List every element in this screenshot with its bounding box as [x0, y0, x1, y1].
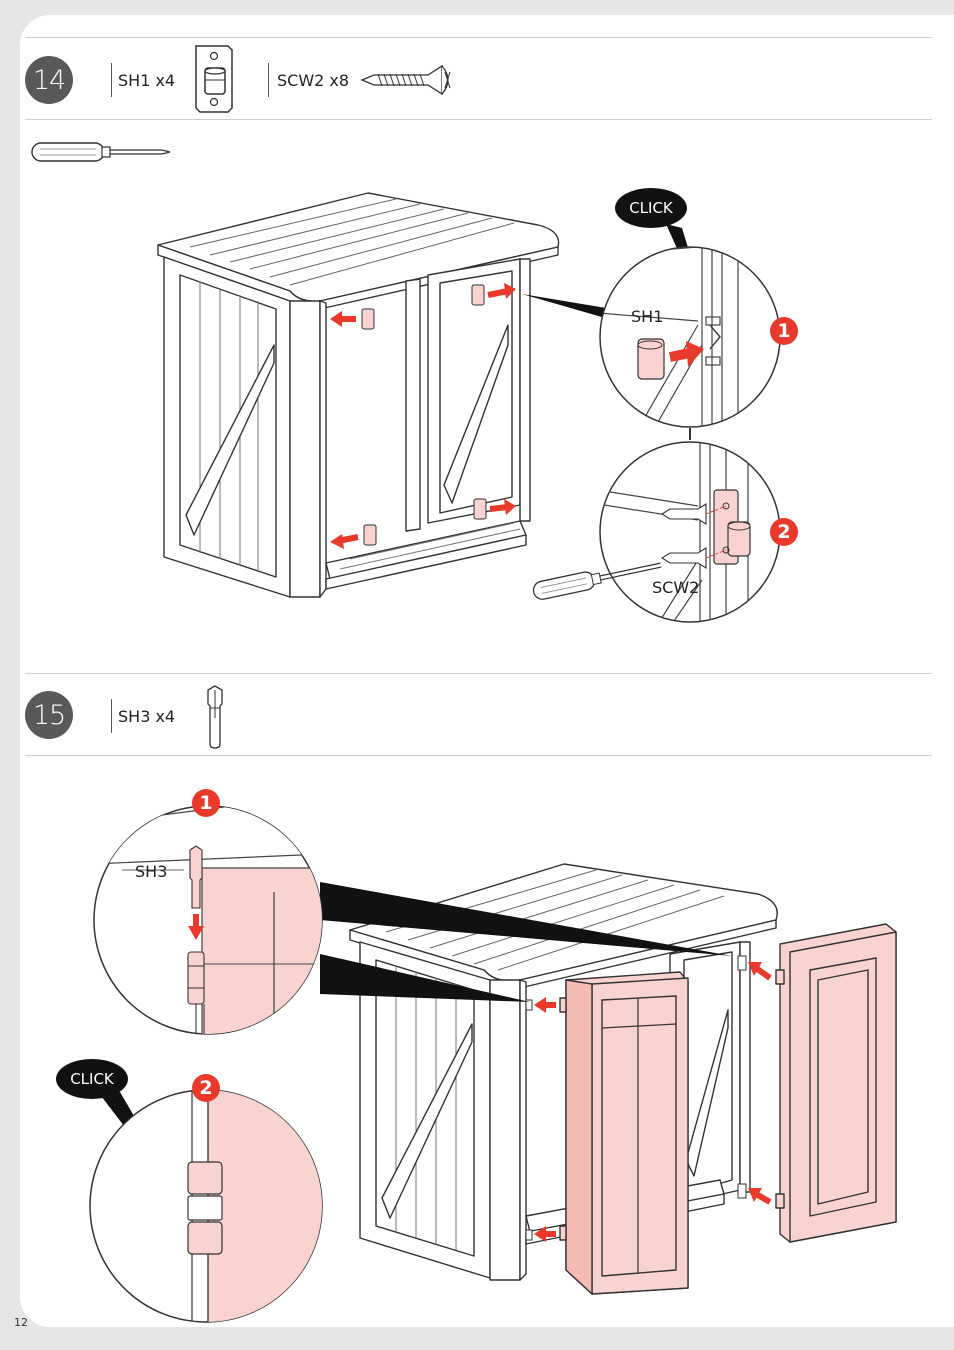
step-14-badge: 14	[25, 56, 73, 104]
callout-sh3: SH3	[135, 862, 168, 881]
screwdriver-icon	[532, 562, 662, 600]
screwdriver-icon	[31, 142, 171, 162]
click-bubble: CLICK	[615, 188, 687, 228]
part-sh3-label: SH3 x4	[118, 707, 176, 726]
part-separator	[111, 63, 112, 97]
click-bubble: CLICK	[56, 1059, 128, 1099]
zoom-pointer	[320, 882, 732, 1002]
detail-circle-1	[599, 246, 781, 428]
step-15-bottom-rule	[25, 755, 932, 756]
detail-circle-2	[89, 1089, 323, 1323]
part-separator	[111, 699, 112, 733]
callout-scw2: SCW2	[652, 578, 700, 597]
badge-step-1: 1	[192, 789, 220, 817]
hinge-bracket-icon	[195, 45, 233, 113]
part-scw2-label: SCW2 x8	[277, 71, 350, 90]
badge-step-1: 1	[770, 317, 798, 345]
detail-circle-2	[599, 441, 781, 623]
badge-step-2: 2	[192, 1074, 220, 1102]
hinge-pin-icon	[207, 685, 223, 749]
callout-sh1: SH1	[631, 307, 664, 326]
part-separator	[268, 63, 269, 97]
badge-step-2: 2	[770, 518, 798, 546]
screw-icon	[360, 64, 451, 96]
step-14-top-rule	[25, 37, 932, 38]
page-number: 12	[14, 1316, 28, 1329]
step-14-bottom-rule	[25, 119, 932, 120]
shed-frame-illustration	[157, 192, 560, 598]
step-15-top-rule	[25, 673, 932, 674]
connector-line	[689, 428, 691, 440]
part-sh1-label: SH1 x4	[118, 71, 176, 90]
shed-doors-illustration	[349, 863, 897, 1295]
detail-circle-1	[93, 805, 323, 1035]
step-15-badge: 15	[25, 691, 73, 739]
